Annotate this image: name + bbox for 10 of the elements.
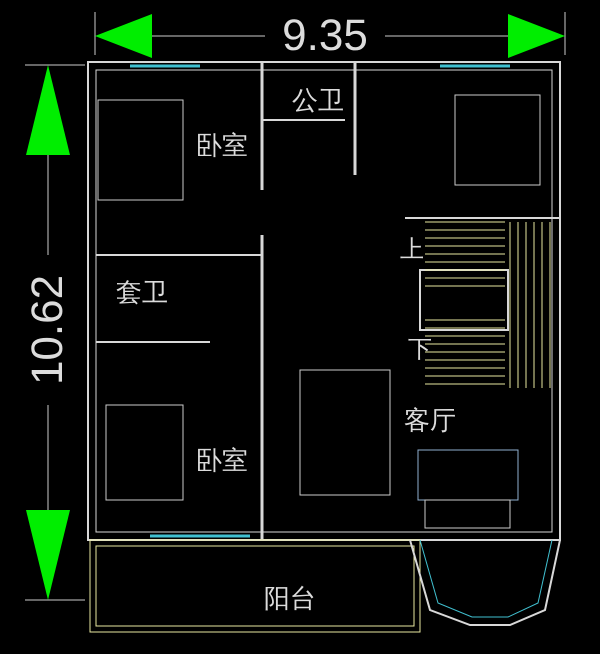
room-label: 公卫 [292,87,344,113]
room-label: 卧室 [196,132,248,158]
room-label: 下 [408,338,432,362]
room-label: 客厅 [404,407,456,433]
room-label: 卧室 [196,447,248,473]
dimension-text: 10.62 [26,274,70,386]
room-label: 套卫 [116,279,168,305]
room-label: 上 [400,238,424,262]
room-label: 阳台 [264,585,316,611]
dimension-text: 9.35 [282,14,368,58]
